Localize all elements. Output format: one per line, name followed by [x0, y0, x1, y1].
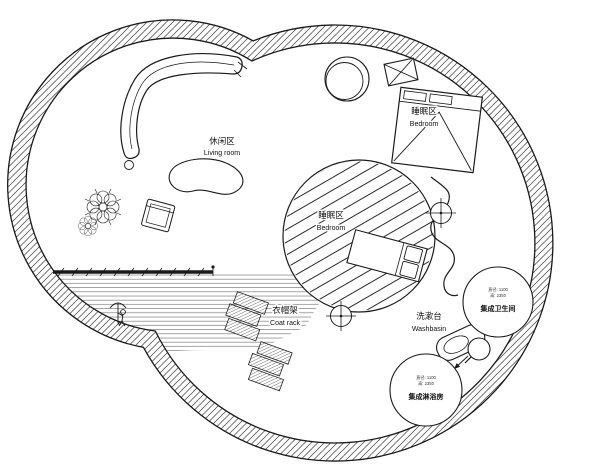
round-table	[324, 56, 370, 102]
armchair	[141, 198, 176, 233]
coat-rack-label-en: Coat rack	[270, 320, 300, 327]
washbasin-label-zh: 洗漱台	[416, 311, 442, 321]
bedroom-center-label-zh: 睡眠区	[318, 210, 344, 220]
bathroom-pod-spec-1: 直径: 1100	[488, 286, 508, 292]
coat-rack-label-zh: 衣帽架	[272, 305, 298, 315]
living-room-label-en: Living room	[204, 150, 240, 157]
coat-rack-stack-2	[247, 341, 293, 392]
shower-pod-spec-2: 高: 2350	[418, 380, 435, 387]
shower-pod-spec-1: 直径: 1100	[416, 374, 436, 380]
plant-icon	[77, 188, 122, 237]
deck-wall	[53, 267, 214, 277]
bedroom-upper-label-en: Bedroom	[410, 121, 439, 128]
coffee-table	[168, 158, 244, 195]
bedroom-upper-label-zh: 睡眠区	[411, 106, 437, 116]
pivot-dot	[211, 265, 215, 269]
bathroom-pod-label: 集成卫生间	[480, 304, 516, 313]
person-icon	[109, 302, 127, 327]
living-room-label-zh: 休闲区	[209, 136, 235, 146]
crosshair-icon-1	[426, 198, 456, 228]
bed-center	[346, 229, 428, 283]
x-marked-box	[383, 57, 419, 87]
curtain-wave	[430, 176, 459, 297]
bathroom-pod-spec-2: 高: 2350	[490, 292, 507, 299]
shower-pod: 直径: 1100 高: 2350 集成淋浴房	[389, 353, 463, 427]
direction-arrow-icon	[453, 355, 469, 370]
coat-rack-stack-1	[224, 291, 269, 342]
shower-pod-label: 集成淋浴房	[408, 392, 444, 401]
outer-wall	[7, 19, 554, 462]
center-platform: 睡眠区 Bedroom	[282, 159, 436, 313]
mirror-circle	[464, 337, 491, 364]
side-table	[124, 160, 134, 170]
double-bed-upper	[391, 86, 483, 174]
bathroom-pod: 直径: 1100 高: 2350 集成卫生间	[462, 266, 534, 338]
washbasin-label-en: Washbasin	[412, 326, 446, 333]
curved-sofa	[120, 53, 248, 160]
bedroom-center-label-en: Bedroom	[317, 225, 346, 232]
crosshair-icon-2	[326, 301, 356, 331]
